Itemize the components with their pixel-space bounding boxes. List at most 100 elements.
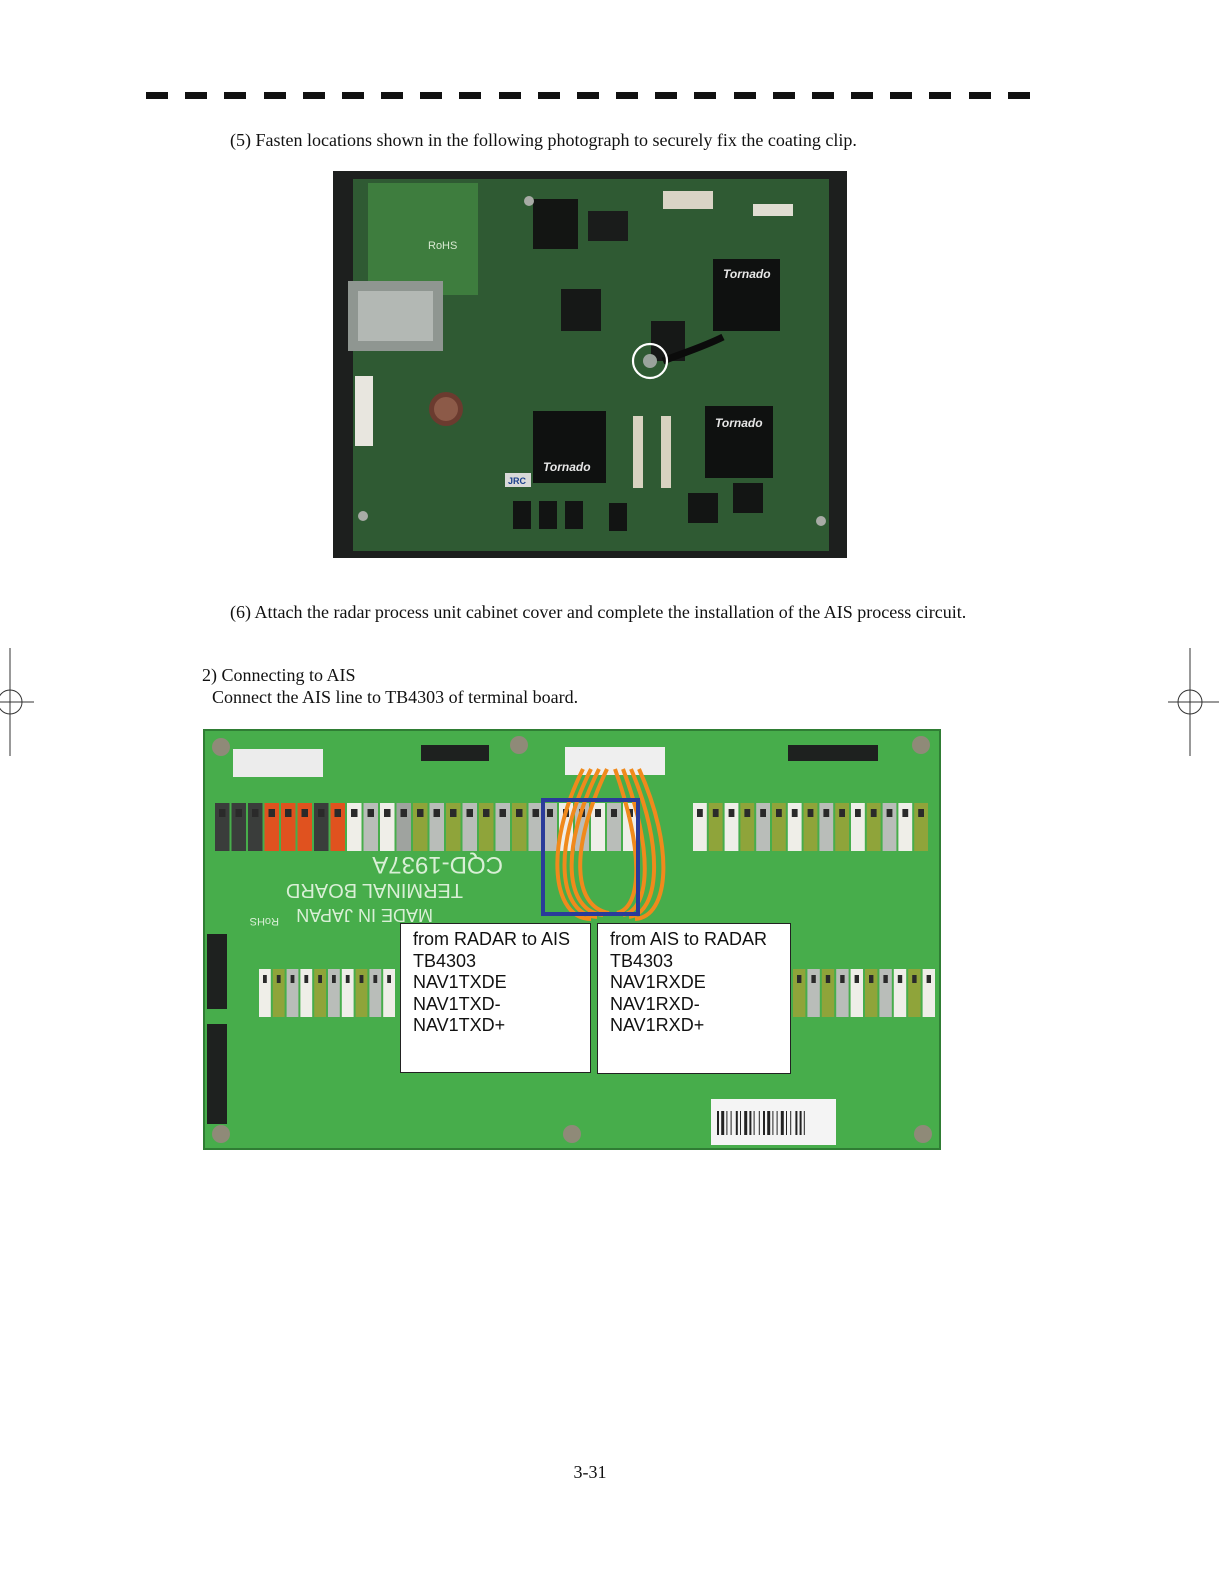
barcode-bar xyxy=(763,1111,765,1135)
terminal-slot xyxy=(351,809,358,817)
board-silk-terminal: TERMINAL BOARD xyxy=(286,879,463,901)
terminal-slot xyxy=(912,975,917,983)
terminal-block xyxy=(272,969,285,1017)
terminal-block xyxy=(591,803,605,851)
terminal-block xyxy=(330,803,345,851)
terminal-block xyxy=(429,803,444,851)
dash-segment xyxy=(576,92,599,99)
terminal-block xyxy=(866,803,881,851)
terminal-slot xyxy=(611,809,617,817)
barcode-bar xyxy=(753,1111,755,1135)
chip-label-3: Tornado xyxy=(715,416,763,430)
dash-segment xyxy=(811,92,834,99)
step-5-text: (5) Fasten locations shown in the follow… xyxy=(230,130,857,150)
dash-segment xyxy=(772,92,795,99)
callout-tx-line-1: from RADAR to AIS xyxy=(413,929,571,949)
barcode-label xyxy=(717,1111,805,1135)
terminal-block xyxy=(850,969,863,1017)
tb4303-highlight-box xyxy=(541,798,640,916)
terminal-slot xyxy=(373,975,378,983)
terminal-strip-bottom xyxy=(259,969,935,1017)
terminal-block xyxy=(264,803,279,851)
dash-segment xyxy=(420,92,443,99)
dash-segment xyxy=(733,92,756,99)
callout-rx-line-5: NAV1RXD+ xyxy=(610,1015,705,1035)
terminal-block xyxy=(248,803,263,851)
terminal-slot xyxy=(304,975,309,983)
terminal-slot xyxy=(285,809,292,817)
terminal-block xyxy=(787,803,802,851)
terminal-slot xyxy=(384,809,391,817)
terminal-slot xyxy=(776,809,782,817)
callout-radar-to-ais: from RADAR to AIS TB4303 NAV1TXDE NAV1TX… xyxy=(400,923,591,1073)
barcode-bar xyxy=(799,1111,802,1135)
callout-rx-line-4: NAV1RXD- xyxy=(610,993,700,1014)
barcode-bar xyxy=(776,1111,778,1135)
callout-tx-line-4: NAV1TXD- xyxy=(413,993,501,1014)
terminal-slot xyxy=(318,975,322,983)
terminal-block xyxy=(559,803,573,851)
callout-rx-line-2: TB4303 xyxy=(610,950,674,971)
callout-rx-line-1: from AIS to RADAR xyxy=(610,929,768,949)
terminal-slot xyxy=(855,809,861,817)
terminal-slot xyxy=(902,809,909,817)
terminal-slot xyxy=(400,809,407,817)
terminal-slot xyxy=(840,975,845,983)
terminal-slot xyxy=(301,809,308,817)
terminal-slot xyxy=(791,809,798,817)
terminal-slot xyxy=(839,809,845,817)
terminal-slot xyxy=(547,809,553,817)
terminal-slot xyxy=(318,809,325,817)
chip-label-2: Tornado xyxy=(543,460,591,474)
terminal-block xyxy=(914,803,928,851)
terminal-block xyxy=(446,803,461,851)
chip-label-1: Tornado xyxy=(723,267,771,281)
terminal-block xyxy=(740,803,755,851)
terminal-slot xyxy=(367,809,374,817)
terminal-slot xyxy=(728,809,735,817)
dash-segment xyxy=(263,92,286,99)
barcode-bar xyxy=(726,1111,728,1135)
page-number: 3-31 xyxy=(573,1462,607,1482)
barcode-bar xyxy=(772,1111,774,1135)
terminal-block xyxy=(922,969,935,1017)
terminal-slot xyxy=(268,809,275,817)
terminal-slot xyxy=(595,809,601,817)
terminal-slot xyxy=(276,975,281,983)
terminal-block xyxy=(462,803,477,851)
terminal-block xyxy=(314,969,326,1017)
terminal-slot xyxy=(345,975,350,983)
terminal-block xyxy=(479,803,494,851)
terminal-slot xyxy=(516,809,523,817)
terminal-block xyxy=(297,803,312,851)
terminal-block xyxy=(607,803,621,851)
dash-segment xyxy=(341,92,364,99)
terminal-block xyxy=(396,803,411,851)
terminal-block xyxy=(512,803,527,851)
terminal-block xyxy=(893,969,907,1017)
terminal-block xyxy=(347,803,362,851)
terminal-block xyxy=(543,803,557,851)
section-2-instruction: Connect the AIS line to TB4303 of termin… xyxy=(212,687,579,707)
terminal-block xyxy=(231,803,246,851)
section-2-heading: 2) Connecting to AIS xyxy=(202,665,356,685)
callout-rx-line-3: NAV1RXDE xyxy=(610,972,706,992)
terminal-block xyxy=(355,969,368,1017)
terminal-block xyxy=(819,803,834,851)
terminal-slot xyxy=(823,809,830,817)
dashed-rule xyxy=(146,92,1030,99)
terminal-block xyxy=(314,803,329,851)
terminal-slot xyxy=(450,809,457,817)
dash-segment xyxy=(1007,92,1030,99)
callout-tx-line-2: TB4303 xyxy=(413,950,477,971)
terminal-block xyxy=(300,969,313,1017)
terminal-block xyxy=(851,803,865,851)
terminal-slot xyxy=(290,975,295,983)
terminal-block xyxy=(836,969,849,1017)
terminal-block xyxy=(879,969,892,1017)
barcode-bar xyxy=(749,1111,752,1135)
terminal-slot xyxy=(744,809,751,817)
barcode-bar xyxy=(767,1111,771,1135)
crop-mark-left xyxy=(0,648,34,756)
barcode-bar xyxy=(735,1111,738,1135)
